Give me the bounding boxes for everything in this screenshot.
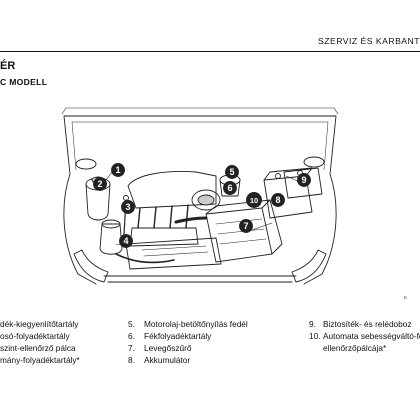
engine-compartment-illustration: 1 2 3 4 5 6 7 8 9 10 [61, 107, 339, 285]
fuse-box [283, 167, 323, 199]
legend-item: mány-folyadéktartály* [0, 354, 80, 366]
legend-middle: 5. Motorolaj-betöltőnyílás fedél 6. Fékfoly… [128, 318, 248, 366]
legend-item-number: 10. [309, 331, 321, 341]
header-rule [0, 51, 420, 52]
legend-item: dék-kiegyenlítőtartály [0, 318, 80, 330]
legend-item: 6. Fékfolyadéktartály [128, 330, 248, 342]
legend-item-text: Fékfolyadéktartály [144, 331, 212, 341]
throttle-body [191, 189, 221, 211]
legend-item-text: Levegőszűrő [144, 343, 192, 353]
air-intake-duct [174, 216, 208, 224]
callout-7: 7 [239, 219, 253, 233]
svg-text:6: 6 [227, 183, 232, 193]
legend-item-text: mány-folyadéktartály* [0, 355, 80, 365]
legend-item: 5. Motorolaj-betöltőnyílás fedél [128, 318, 248, 330]
hood-edge [61, 107, 339, 115]
callout-8: 8 [271, 193, 285, 207]
legend-item: 10.Automata sebességváltó-foly [309, 330, 420, 342]
svg-text:8: 8 [275, 195, 280, 205]
legend-item-number: 6. [128, 331, 135, 341]
callout-2: 2 [93, 177, 107, 191]
legend-item-text: dék-kiegyenlítőtartály [0, 319, 79, 329]
legend-item: ellenőrzőpálcája* [309, 342, 420, 354]
callout-9: 9 [297, 173, 311, 187]
engine-block [125, 237, 222, 270]
legend-item-text: Motorolaj-betöltőnyílás fedél [144, 319, 248, 329]
legend-item: szint-ellenőrző pálca [0, 342, 80, 354]
intake-manifold [127, 171, 217, 247]
right-fender [303, 173, 337, 285]
hood-outline [63, 115, 337, 175]
legend-item: 9. Biztosíték- és relédoboz [309, 318, 420, 330]
callout-6: 6 [223, 181, 237, 195]
legend-item-number: 7. [128, 343, 135, 353]
air-filter-housing [205, 199, 283, 263]
legend-item-number: 8. [128, 355, 135, 365]
legend-item: osó-folyadéktartály [0, 330, 80, 342]
svg-text:2: 2 [97, 179, 102, 189]
left-fender [63, 173, 97, 285]
legend-item: 8. Akkumulátor [128, 354, 248, 366]
svg-text:9: 9 [301, 175, 306, 185]
legend-item-text: Automata sebességváltó-foly [323, 331, 420, 341]
legend-item-text: Biztosíték- és relédoboz [323, 319, 412, 329]
svg-text:4: 4 [123, 236, 128, 246]
legend-item-number [309, 342, 323, 354]
callout-3: 3 [121, 200, 135, 214]
legend-item-text: ellenőrzőpálcája* [323, 343, 387, 353]
legend-item-text: Akkumulátor [144, 355, 191, 365]
running-header: SZERVIZ ÉS KARBANT [318, 36, 420, 46]
figure-code: K [404, 295, 408, 300]
legend-item-text: szint-ellenőrző pálca [0, 343, 76, 353]
callout-10: 10 [246, 192, 262, 208]
legend-item-text: osó-folyadéktartály [0, 331, 70, 341]
section-title: ÉR [0, 60, 16, 72]
legend-item-number: 9. [309, 319, 316, 329]
svg-text:1: 1 [115, 165, 120, 175]
svg-text:10: 10 [250, 196, 258, 205]
left-strut-tower [75, 158, 97, 170]
right-strut-tower [303, 156, 325, 168]
radiator-hose [115, 253, 175, 264]
svg-text:7: 7 [243, 221, 248, 231]
hood-inner [71, 121, 329, 171]
callout-1: 1 [111, 163, 125, 177]
svg-text:3: 3 [125, 202, 130, 212]
washer-reservoir [99, 219, 123, 255]
section-subtitle: C MODELL [0, 77, 48, 87]
legend-left: dék-kiegyenlítőtartály osó-folyadéktartál… [0, 318, 80, 366]
left-headlight [73, 249, 109, 283]
legend-item: 7. Levegőszűrő [128, 342, 248, 354]
callout-4: 4 [119, 234, 133, 248]
right-headlight [291, 249, 327, 283]
radiator-support [103, 275, 297, 283]
svg-text:5: 5 [229, 167, 234, 177]
legend-item-number: 5. [128, 319, 135, 329]
callout-5: 5 [225, 165, 239, 179]
